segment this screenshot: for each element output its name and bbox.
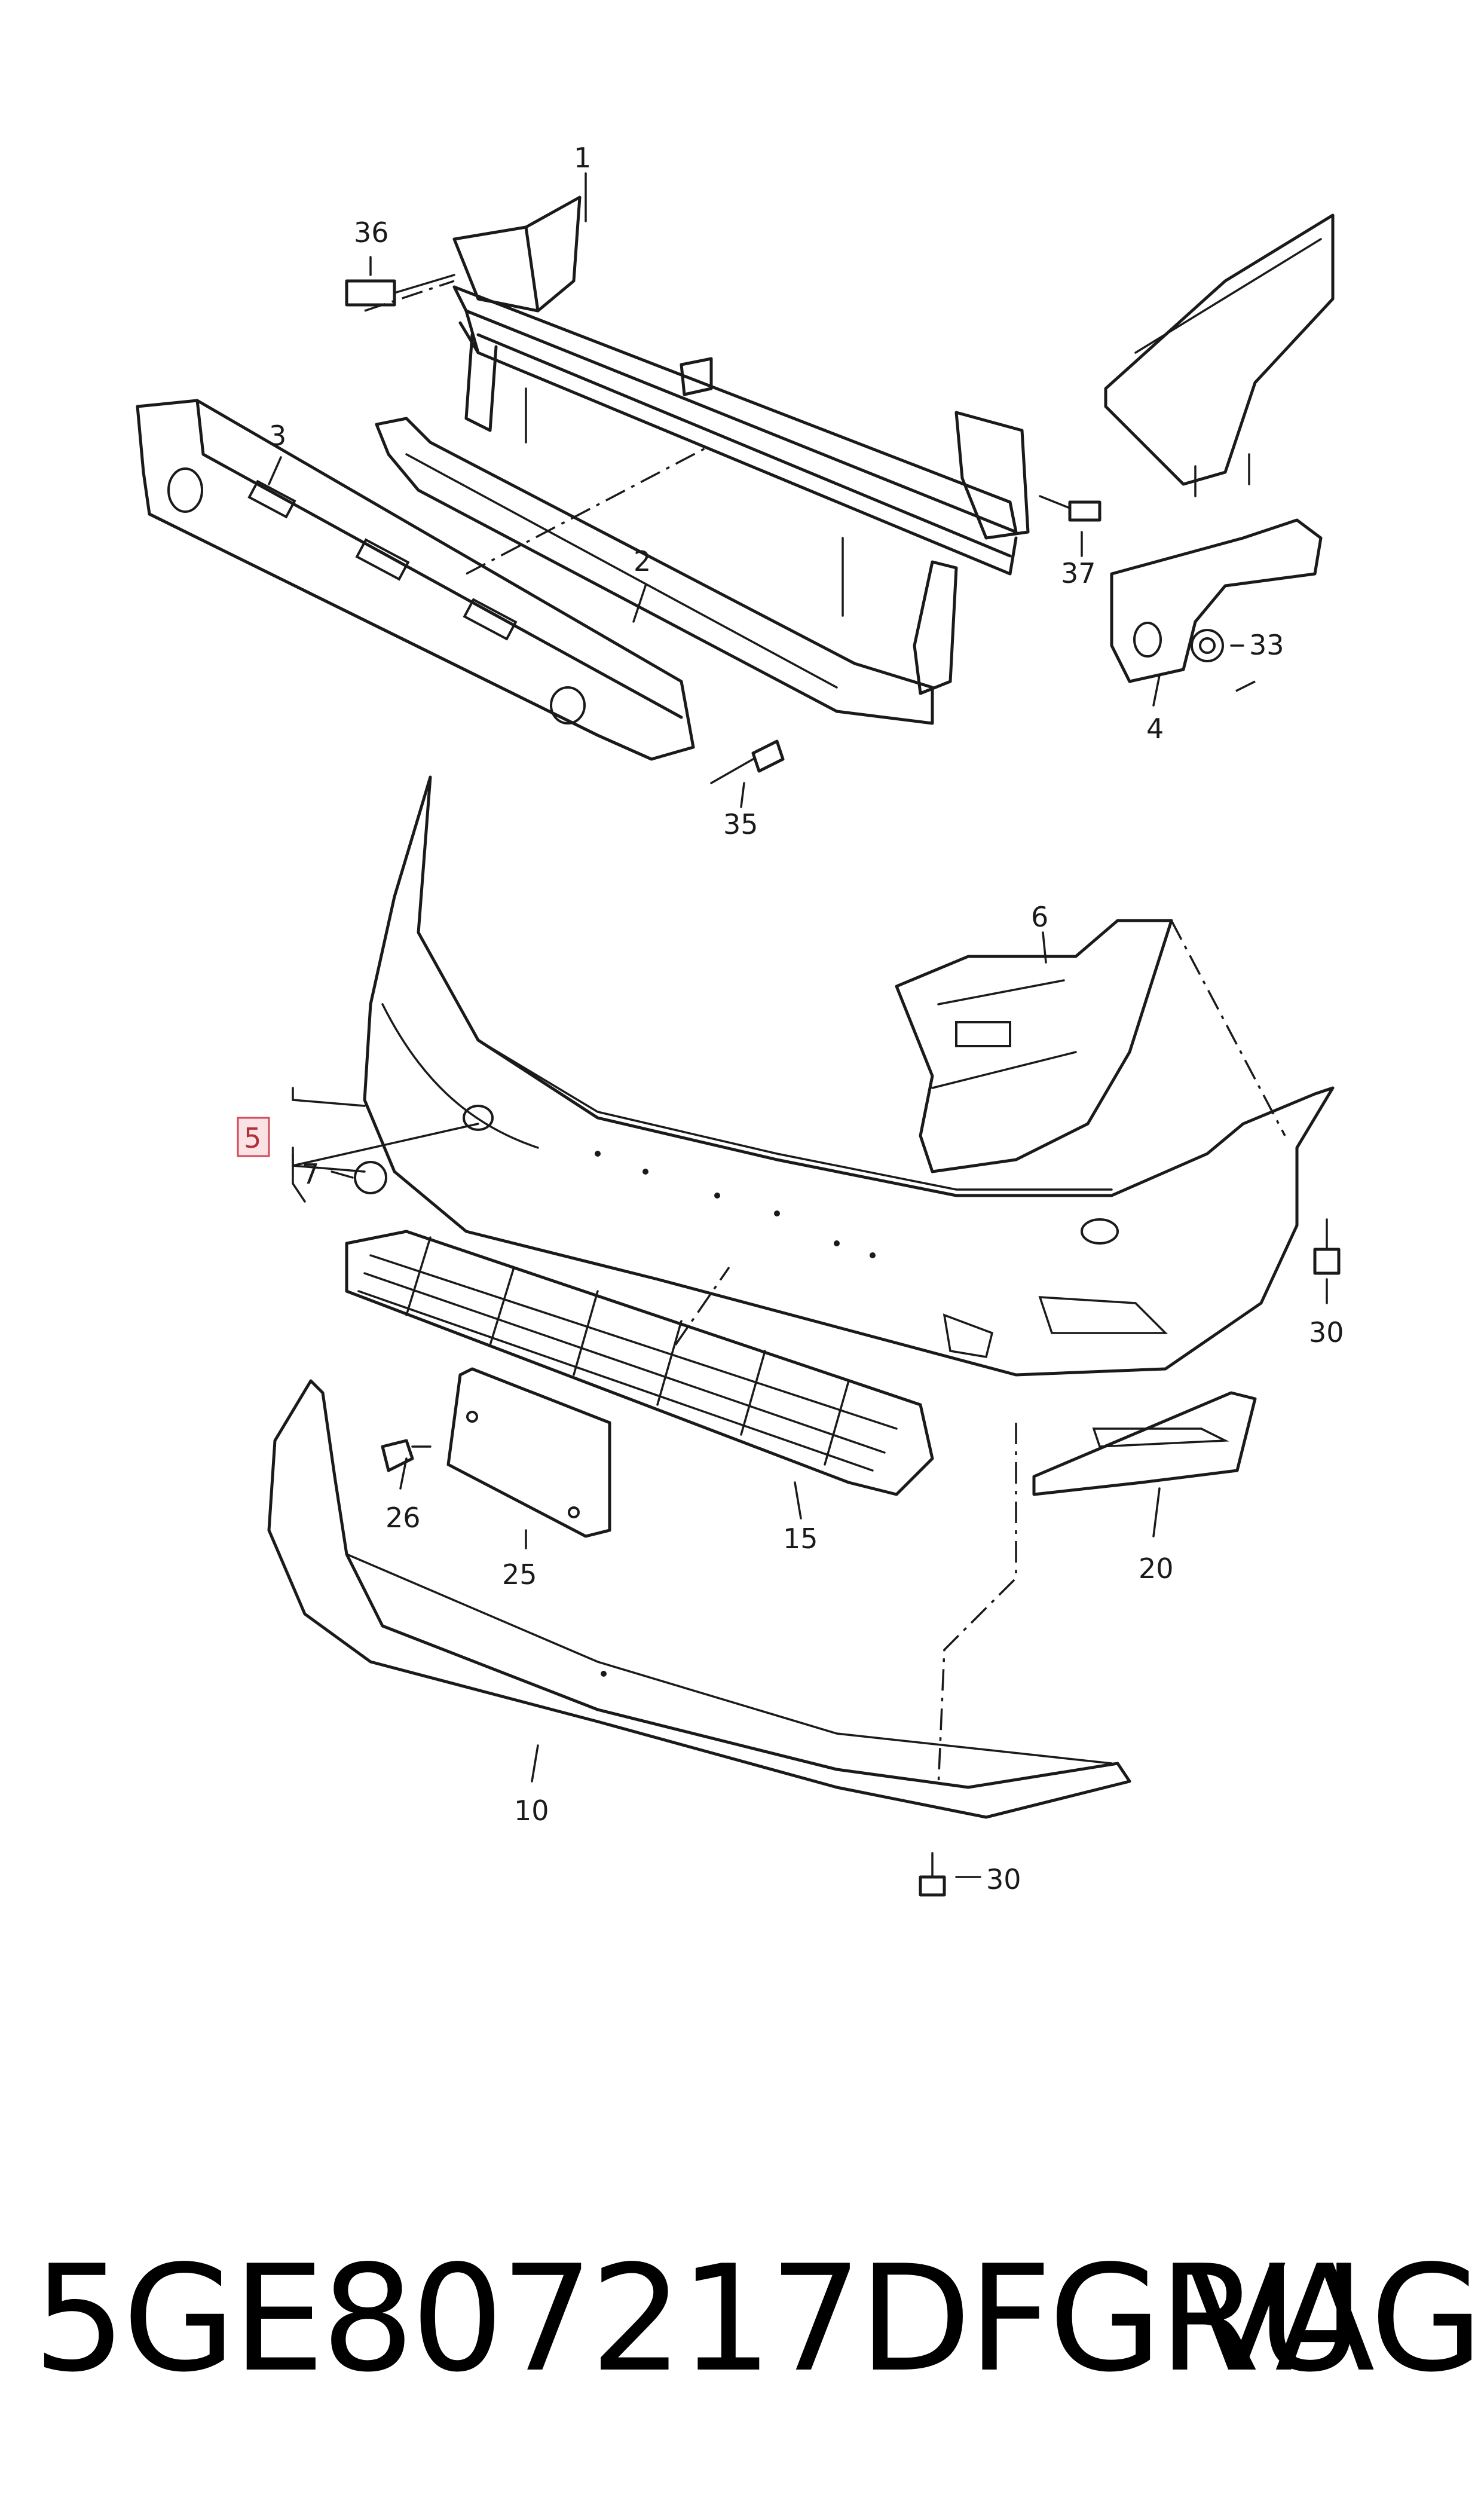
callout-10[interactable]: 10 [514, 1794, 549, 1827]
part-6-grille-bracket [895, 919, 1173, 1173]
callout-30-upper[interactable]: 30 [1309, 1316, 1344, 1349]
callout-33[interactable]: 33 [1249, 629, 1284, 661]
callout-15[interactable]: 15 [783, 1523, 818, 1555]
part-4-side-bracket [1104, 213, 1335, 683]
callout-36[interactable]: 36 [354, 216, 389, 249]
part-20-lower-trim [1032, 1391, 1257, 1496]
callout-3[interactable]: 3 [269, 420, 286, 452]
callout-25[interactable]: 25 [502, 1558, 537, 1591]
part-number-text: 5GE807217DFGRU [33, 2234, 1364, 2404]
leader-lines [268, 172, 1328, 1878]
part-25-plate-bracket [446, 1367, 611, 1538]
part-3-energy-absorber [136, 399, 695, 761]
callout-5-highlight [237, 1117, 270, 1157]
callout-6[interactable]: 6 [1031, 901, 1048, 933]
callout-20[interactable]: 20 [1139, 1552, 1174, 1585]
footer-caption: 5GE807217DFGRU VAG [0, 2206, 1484, 2433]
callout-4[interactable]: 4 [1146, 713, 1164, 745]
callout-1[interactable]: 1 [574, 142, 591, 174]
part-10-lower-spoiler [267, 1379, 1131, 1819]
part-1-bumper-beam [452, 195, 1030, 695]
alignment-lines [364, 280, 1286, 1788]
callout-37[interactable]: 37 [1061, 557, 1096, 589]
callout-30-lower[interactable]: 30 [986, 1863, 1021, 1896]
callout-26[interactable]: 26 [385, 1502, 421, 1534]
brand-text: VAG [1186, 2234, 1483, 2404]
part-2-guide-strip [375, 417, 934, 725]
callout-35[interactable]: 35 [723, 808, 758, 840]
callout-5[interactable]: 5 [244, 1122, 261, 1154]
hardware-fasteners [345, 274, 1341, 1897]
part-5-bumper-cover [363, 775, 1335, 1377]
part-15-lower-grille [345, 1230, 934, 1496]
callout-labels: 1 2 3 4 5 6 7 10 15 20 25 26 30 30 33 35… [237, 142, 1344, 1896]
callout-2[interactable]: 2 [634, 545, 651, 577]
callout-7[interactable]: 7 [302, 1158, 319, 1190]
